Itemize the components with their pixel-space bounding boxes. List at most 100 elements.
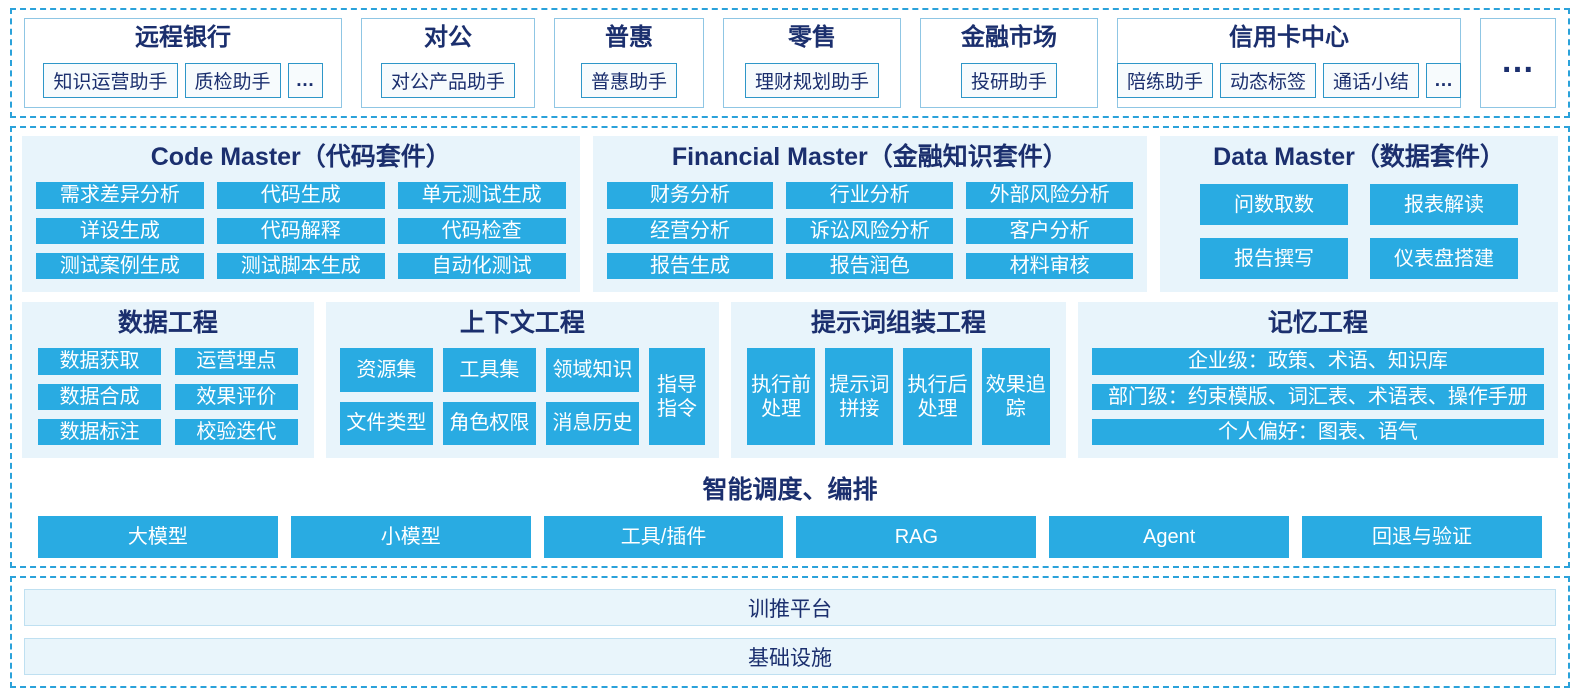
- group-title: 金融市场: [961, 24, 1057, 51]
- assistant-chip: 动态标签: [1220, 63, 1317, 98]
- data-engineering-grid: 数据获取 运营埋点 数据合成 效果评价 数据标注 校验迭代: [38, 348, 298, 445]
- suite-data-master: Data Master（数据套件） 问数取数 报表解读 报告撰写 仪表盘搭建: [1160, 136, 1558, 292]
- infrastructure-band: 训推平台 基础设施: [10, 576, 1570, 688]
- assistant-chip: 对公产品助手: [380, 63, 515, 98]
- capability-box-tall: 执行后处理: [903, 348, 972, 445]
- orchestration-box: 大模型: [38, 516, 278, 558]
- suite-capability-grid: 问数取数 报表解读 报告撰写 仪表盘搭建: [1200, 184, 1518, 279]
- capability-box: 报告生成: [606, 252, 774, 279]
- group-title: 信用卡中心: [1229, 24, 1349, 51]
- context-grid: 资源集 工具集 领域知识 文件类型 角色权限 消息历史: [339, 348, 640, 445]
- assistant-chip: 理财规划助手: [744, 63, 879, 98]
- capability-box: 测试案例生成: [36, 252, 204, 279]
- assistant-chip: 陪练助手: [1116, 63, 1213, 98]
- panel-title: 上下文工程: [459, 309, 585, 337]
- panel-title: 数据工程: [117, 309, 218, 337]
- capability-box: 行业分析: [786, 182, 954, 209]
- group-title: 对公: [424, 24, 472, 51]
- prompt-grid: 执行前处理 提示词拼接 执行后处理 效果追踪: [747, 348, 1050, 445]
- suite-financial-master: Financial Master（金融知识套件） 财务分析 行业分析 外部风险分…: [592, 136, 1148, 292]
- capability-box: 领域知识: [545, 348, 640, 392]
- capability-box: 仪表盘搭建: [1370, 238, 1518, 279]
- business-group-corporate: 对公 对公产品助手: [361, 18, 535, 108]
- capability-box: 代码生成: [216, 182, 385, 209]
- capability-box: 数据标注: [38, 418, 161, 445]
- capability-box-tall: 执行前处理: [747, 348, 816, 445]
- capability-box: 报告润色: [786, 252, 954, 279]
- memory-level-row: 企业级：政策、术语、知识库: [1091, 348, 1544, 375]
- assistant-chip: 知识运营助手: [43, 63, 178, 98]
- more-assistants-chip: …: [287, 63, 323, 98]
- capability-box-tall: 指导指令: [649, 348, 706, 445]
- more-groups-box: …: [1480, 18, 1556, 108]
- business-assistants-band: 远程银行 知识运营助手 质检助手 … 对公 对公产品助手 普惠 普惠助手 零售 …: [10, 8, 1570, 118]
- assistant-chip: 普惠助手: [580, 63, 677, 98]
- assistant-chip-row: 陪练助手 动态标签 通话小结 …: [1116, 63, 1462, 98]
- ellipsis-icon: …: [1500, 41, 1536, 80]
- business-group-financial-markets: 金融市场 投研助手: [920, 18, 1098, 108]
- memory-level-row: 个人偏好：图表、语气: [1091, 418, 1544, 445]
- capability-box: 文件类型: [339, 401, 433, 445]
- suite-title: Data Master（数据套件）: [1213, 143, 1505, 171]
- capability-box: 效果评价: [174, 383, 298, 410]
- assistant-chip-row: 知识运营助手 质检助手 …: [43, 63, 323, 98]
- capability-box: 测试脚本生成: [216, 252, 385, 279]
- capability-box: 消息历史: [545, 401, 640, 445]
- business-group-retail: 零售 理财规划助手: [723, 18, 901, 108]
- orchestration-box: Agent: [1049, 516, 1290, 558]
- orchestration-section: 智能调度、编排 大模型 小模型 工具/插件 RAG Agent 回退与验证: [22, 468, 1558, 558]
- suite-capability-grid: 需求差异分析 代码生成 单元测试生成 详设生成 代码解释 代码检查 测试案例生成…: [36, 182, 566, 279]
- suite-title: Code Master（代码套件）: [150, 143, 451, 171]
- orchestration-box: 小模型: [290, 516, 531, 558]
- capability-box: 客户分析: [966, 217, 1134, 244]
- assistant-chip: 质检助手: [184, 63, 281, 98]
- assistant-chip-row: 理财规划助手: [744, 63, 879, 98]
- orchestration-box: 回退与验证: [1302, 516, 1542, 558]
- capability-box: 代码检查: [397, 217, 566, 244]
- suite-title: Financial Master（金融知识套件）: [671, 143, 1068, 171]
- capability-box: 材料审核: [966, 252, 1134, 279]
- engineering-row: 数据工程 数据获取 运营埋点 数据合成 效果评价 数据标注 校验迭代 上下文工程…: [22, 302, 1558, 458]
- group-title: 远程银行: [135, 24, 231, 51]
- orchestration-box: RAG: [796, 516, 1037, 558]
- memory-level-row: 部门级：约束模版、词汇表、术语表、操作手册: [1091, 383, 1544, 410]
- panel-memory-engineering: 记忆工程 企业级：政策、术语、知识库 部门级：约束模版、词汇表、术语表、操作手册…: [1077, 302, 1558, 458]
- capability-box: 工具集: [442, 348, 536, 392]
- bar-training-inference-platform: 训推平台: [24, 589, 1556, 626]
- capability-box: 问数取数: [1200, 184, 1349, 226]
- capability-box: 数据获取: [38, 348, 161, 375]
- orchestration-title: 智能调度、编排: [702, 476, 878, 504]
- panel-data-engineering: 数据工程 数据获取 运营埋点 数据合成 效果评价 数据标注 校验迭代: [22, 302, 314, 458]
- group-title: 零售: [788, 24, 836, 51]
- suites-row: Code Master（代码套件） 需求差异分析 代码生成 单元测试生成 详设生…: [22, 136, 1558, 292]
- capability-box: 数据合成: [38, 383, 161, 410]
- bar-infrastructure: 基础设施: [24, 638, 1556, 675]
- context-engineering-content: 资源集 工具集 领域知识 文件类型 角色权限 消息历史 指导指令: [339, 348, 706, 445]
- capability-box: 代码解释: [216, 217, 385, 244]
- capability-box: 诉讼风险分析: [786, 217, 954, 244]
- capability-box: 经营分析: [606, 217, 774, 244]
- suite-capability-grid: 财务分析 行业分析 外部风险分析 经营分析 诉讼风险分析 客户分析 报告生成 报…: [606, 182, 1134, 279]
- panel-prompt-engineering: 提示词组装工程 执行前处理 提示词拼接 执行后处理 效果追踪: [731, 302, 1066, 458]
- group-title: 普惠: [605, 24, 653, 51]
- panel-context-engineering: 上下文工程 资源集 工具集 领域知识 文件类型 角色权限 消息历史 指导指令: [325, 302, 720, 458]
- panel-title: 提示词组装工程: [810, 309, 986, 337]
- capability-box: 需求差异分析: [36, 182, 204, 209]
- capability-box-tall: 提示词拼接: [825, 348, 894, 445]
- suite-code-master: Code Master（代码套件） 需求差异分析 代码生成 单元测试生成 详设生…: [22, 136, 580, 292]
- capability-box: 详设生成: [36, 217, 204, 244]
- assistant-chip: 通话小结: [1323, 63, 1420, 98]
- capability-box: 单元测试生成: [397, 182, 566, 209]
- capability-box: 校验迭代: [174, 418, 298, 445]
- assistant-chip-row: 投研助手: [960, 63, 1057, 98]
- capability-box: 外部风险分析: [966, 182, 1134, 209]
- capability-box-tall: 效果追踪: [981, 348, 1050, 445]
- capability-box: 报告撰写: [1200, 238, 1349, 279]
- orchestration-box: 工具/插件: [543, 516, 784, 558]
- more-assistants-chip: …: [1426, 63, 1462, 98]
- capability-box: 报表解读: [1370, 184, 1518, 226]
- business-group-credit-card-center: 信用卡中心 陪练助手 动态标签 通话小结 …: [1116, 18, 1462, 108]
- capability-box: 角色权限: [442, 401, 536, 445]
- capability-platform-band: Code Master（代码套件） 需求差异分析 代码生成 单元测试生成 详设生…: [10, 126, 1570, 568]
- panel-title: 记忆工程: [1267, 309, 1368, 337]
